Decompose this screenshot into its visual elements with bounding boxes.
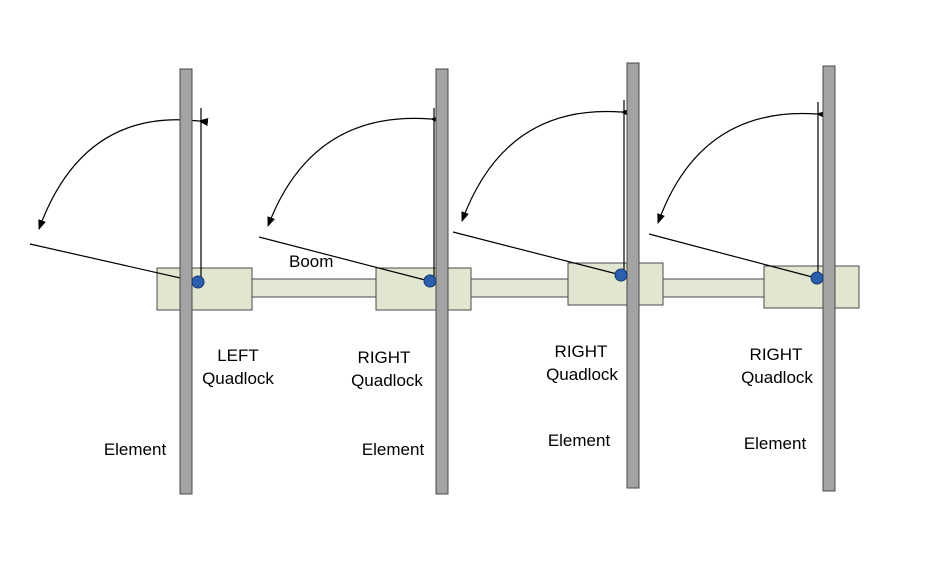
- quadlock-block: [375, 267, 472, 311]
- element-unit-1: [29, 68, 253, 495]
- element-rod: [179, 68, 193, 495]
- rotation-angle-arc: [38, 118, 209, 230]
- angle-reference-line: [29, 243, 199, 283]
- quadlock-block: [156, 267, 253, 311]
- rotation-angle-arc: [267, 115, 441, 227]
- boom: [251, 278, 765, 298]
- quadlock-label-line1: RIGHT: [555, 342, 608, 361]
- quadlock-block: [567, 262, 664, 306]
- quadlock-label-line2: Quadlock: [546, 365, 618, 384]
- pivot-point: [614, 268, 628, 282]
- rotation-angle-arc: [461, 108, 631, 222]
- quadlock-label-line1: RIGHT: [358, 348, 411, 367]
- pivot-point: [423, 274, 437, 288]
- quadlock-block: [763, 265, 860, 309]
- boom-segment: [470, 278, 569, 298]
- angle-reference-line: [452, 231, 622, 276]
- element-label: Element: [362, 440, 425, 459]
- quadlock-label-line2: Quadlock: [351, 371, 423, 390]
- element-rod: [626, 62, 640, 489]
- rotation-angle-arc: [657, 110, 827, 224]
- element-rod: [435, 68, 449, 495]
- angle-reference-line: [258, 236, 430, 282]
- boom-label: Boom: [289, 252, 333, 271]
- quadlock-label-line2: Quadlock: [202, 369, 274, 388]
- quadlock-label-line1: LEFT: [217, 346, 259, 365]
- pivot-point: [810, 271, 824, 285]
- angle-reference-line: [648, 233, 817, 279]
- element-label: Element: [104, 440, 167, 459]
- element-label: Element: [548, 431, 611, 450]
- boom-segment: [662, 278, 765, 298]
- element-unit-3: [452, 62, 664, 489]
- element-unit-4: [648, 65, 860, 492]
- boom-segment: [251, 278, 377, 298]
- element-unit-2: [258, 68, 472, 495]
- quadlock-label-line1: RIGHT: [750, 345, 803, 364]
- quadlock-label-line2: Quadlock: [741, 368, 813, 387]
- pivot-point: [191, 275, 205, 289]
- element-label: Element: [744, 434, 807, 453]
- element-rod: [822, 65, 836, 492]
